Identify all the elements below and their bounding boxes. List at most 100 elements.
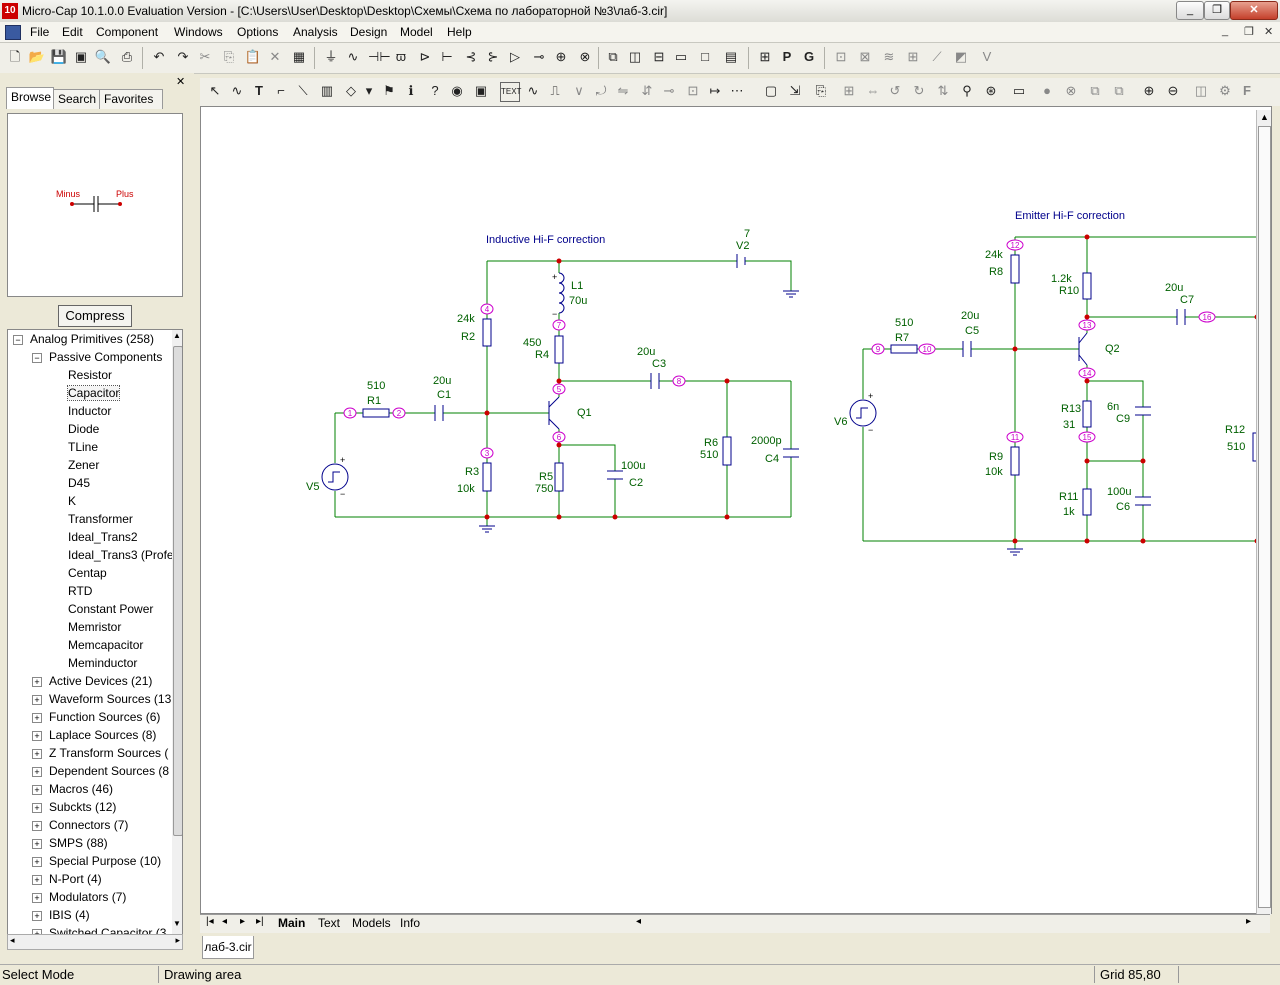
minimize-button[interactable]: _ (1176, 1, 1204, 20)
model-icon[interactable]: ⊠ (859, 49, 871, 64)
scroll-right-icon[interactable]: ▸ (175, 935, 180, 945)
new-file-icon[interactable]: 🗋 (9, 49, 21, 64)
maximize-window-icon[interactable]: □ (701, 49, 709, 64)
tree-category[interactable]: Macros (46) (49, 782, 114, 796)
expand-icon[interactable]: ⇔ (866, 83, 880, 98)
menu-analysis[interactable]: Analysis (293, 25, 338, 39)
hscroll-right-icon[interactable]: ▸ (1246, 916, 1252, 927)
compress-button[interactable]: Compress (58, 305, 132, 327)
tree-item[interactable]: Transformer (68, 512, 133, 526)
save-icon[interactable]: 💾 (50, 49, 68, 64)
tree-item[interactable]: Zener (68, 458, 100, 472)
cut-icon[interactable]: ✂ (199, 49, 211, 64)
tree-expand-icon[interactable]: + (32, 695, 42, 705)
probe-icon[interactable]: ⟋ (932, 49, 942, 64)
monitor-icon[interactable]: ▭ (1012, 83, 1026, 98)
tree-category[interactable]: Laplace Sources (8) (49, 728, 157, 742)
file-tab[interactable]: лаб-3.cir (202, 936, 254, 959)
canvas-vertical-scrollbar[interactable]: ▲ (1256, 110, 1271, 915)
tree-item[interactable]: RTD (68, 584, 93, 598)
scroll-down-icon[interactable]: ▼ (173, 919, 181, 928)
tree-group[interactable]: Passive Components (49, 350, 163, 364)
tree-expand-icon[interactable]: + (32, 839, 42, 849)
menu-options[interactable]: Options (237, 25, 279, 39)
tree-root[interactable]: Analog Primitives (258) (30, 332, 155, 346)
tree-collapse-icon[interactable]: − (13, 335, 23, 345)
cursor-icon[interactable]: ⇲ (789, 83, 801, 98)
app-icon[interactable]: 10 (2, 3, 18, 19)
battery-icon[interactable]: ⊢ (441, 49, 453, 64)
rotate-right-icon[interactable]: ↻ (913, 83, 925, 98)
tree-item[interactable]: Constant Power (68, 602, 154, 616)
capacitor-icon[interactable]: ⊣⊢ (368, 49, 391, 64)
tree-item[interactable]: Diode (68, 422, 100, 436)
prev-page-icon[interactable]: ◂ (222, 916, 228, 927)
tree-category[interactable]: Waveform Sources (13 (49, 692, 172, 706)
tree-expand-icon[interactable]: + (32, 803, 42, 813)
gear-icon[interactable]: ⚙ (1219, 83, 1231, 98)
select-arrow-icon[interactable]: ↖ (209, 83, 221, 98)
tree-category[interactable]: Switched Capacitor (3 (49, 926, 167, 936)
document-icon[interactable] (5, 25, 21, 40)
open-file-icon[interactable]: 📂 (28, 49, 46, 64)
tree-expand-icon[interactable]: + (32, 785, 42, 795)
tile-vertical-icon[interactable]: ◫ (628, 49, 642, 64)
first-page-icon[interactable]: |◂ (206, 916, 214, 927)
tree-category[interactable]: Dependent Sources (8 (49, 764, 170, 778)
menu-component[interactable]: Component (96, 25, 159, 39)
tree-expand-icon[interactable]: + (32, 713, 42, 723)
tree-item[interactable]: D45 (68, 476, 91, 490)
mdi-minimize-icon[interactable]: _ (1222, 25, 1229, 37)
tab-favorites[interactable]: Favorites (99, 89, 163, 109)
menu-windows[interactable]: Windows (174, 25, 223, 39)
wire-mode-icon[interactable]: ∿ (231, 83, 243, 98)
tab-browse[interactable]: Browse (6, 87, 54, 109)
paste-icon[interactable]: 📋 (244, 49, 262, 64)
diagonal-wire-icon[interactable]: ⟍ (298, 83, 308, 98)
flag-icon[interactable]: ⚑ (383, 83, 395, 98)
camera-icon[interactable]: ◫ (1194, 83, 1208, 98)
help-icon[interactable]: ? (431, 83, 439, 98)
layers-icon[interactable]: ⧉ (1090, 83, 1100, 98)
tree-category[interactable]: Z Transform Sources ( (49, 746, 169, 760)
source-icon[interactable]: ⊕ (555, 49, 567, 64)
tree-category[interactable]: Function Sources (6) (49, 710, 161, 724)
mdi-restore-icon[interactable]: ❐ (1244, 26, 1254, 38)
save-all-icon[interactable]: ▣ (74, 49, 88, 64)
tree-category[interactable]: SMPS (88) (49, 836, 108, 850)
canvas-scroll-thumb[interactable] (1258, 126, 1271, 908)
dropdown-arrow-icon[interactable]: ▾ (365, 83, 373, 98)
binoculars-icon[interactable]: ⊛ (985, 83, 997, 98)
tree-expand-icon[interactable]: + (32, 911, 42, 921)
zoom-in-icon[interactable]: ⊕ (1143, 83, 1155, 98)
diode-icon[interactable]: ⊳ (419, 49, 431, 64)
align-icon[interactable]: ⊞ (843, 83, 855, 98)
font-icon[interactable]: F (1243, 83, 1251, 98)
last-page-icon[interactable]: ▸| (256, 916, 264, 927)
copy-plot-icon[interactable]: ⎘ (815, 83, 827, 98)
tile-horizontal-icon[interactable]: ⊟ (653, 49, 665, 64)
schematic-canvas[interactable]: 1 2 3 4 5 6 7 8 9 10 11 12 13 14 15 16 I… (200, 106, 1272, 914)
cancel-icon[interactable]: ⊗ (1065, 83, 1077, 98)
info-icon[interactable]: ℹ (408, 83, 414, 98)
attribute-icon[interactable]: ∨ (574, 83, 584, 98)
delete-icon[interactable]: ✕ (269, 49, 281, 64)
tree-expand-icon[interactable]: + (32, 821, 42, 831)
tree-item[interactable]: Inductor (68, 404, 112, 418)
tree-expand-icon[interactable]: + (32, 677, 42, 687)
tree-expand-icon[interactable]: + (32, 875, 42, 885)
tree-item[interactable]: TLine (68, 440, 99, 454)
tree-expand-icon[interactable]: + (32, 893, 42, 903)
mirror-icon[interactable]: ⇋ (617, 83, 629, 98)
menu-file[interactable]: File (30, 25, 50, 39)
component-editor-icon[interactable]: ⊞ (759, 49, 771, 64)
schematic-icon[interactable]: ⊡ (835, 49, 847, 64)
node-numbers-icon[interactable]: ∿ (527, 83, 539, 98)
menu-edit[interactable]: Edit (62, 25, 83, 39)
tree-expand-icon[interactable]: + (32, 767, 42, 777)
next-page-icon[interactable]: ▸ (240, 916, 246, 927)
tab-info[interactable]: Info (400, 916, 421, 930)
waveform-icon[interactable]: ⎍ (550, 83, 560, 98)
window-icon[interactable]: ▭ (674, 49, 688, 64)
mdi-close-icon[interactable]: ✕ (1264, 26, 1274, 38)
